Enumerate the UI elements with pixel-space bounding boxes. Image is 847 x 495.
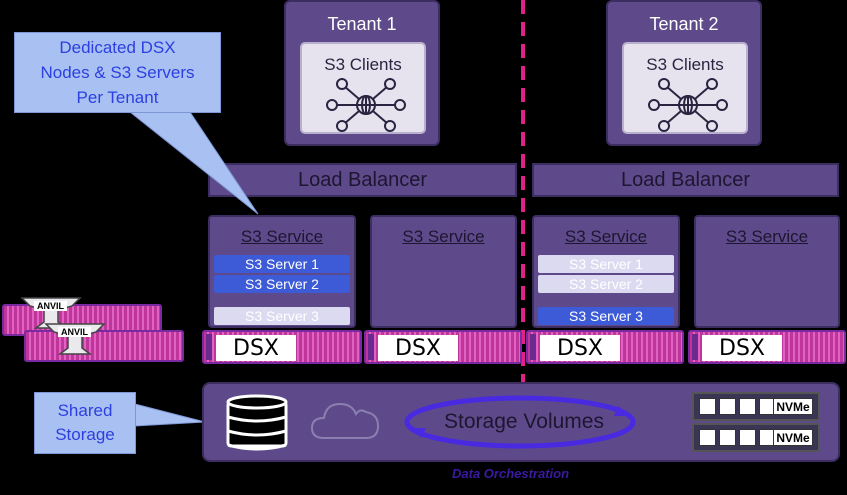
dsx-node-cap [692, 334, 698, 360]
s3-server-3: S3 Server 3 [538, 307, 674, 325]
storage-volumes-label: Storage Volumes [444, 410, 604, 433]
anvil-server-2 [24, 330, 184, 362]
cloud-icon [310, 402, 380, 439]
s3-service-title: S3 Service [402, 227, 485, 246]
nvme-slot [719, 398, 736, 415]
s3-server-3: S3 Server 3 [214, 307, 350, 325]
database-icon [226, 394, 288, 451]
s3-clients-box: S3 Clients [300, 42, 426, 134]
s3-service-4: S3 Service [694, 215, 840, 328]
s3-clients-box: S3 Clients [622, 42, 748, 134]
nvme-slot [699, 398, 716, 415]
dsx-node-3: DSX [526, 330, 684, 364]
load-balancer-2: Load Balancer [532, 163, 839, 197]
nvme-slot [739, 429, 756, 446]
s3-service-title: S3 Service [564, 227, 648, 246]
data-orchestration-label: Data Orchestration [452, 466, 570, 481]
dsx-label: DSX [540, 335, 620, 361]
dsx-node-cap [368, 334, 374, 360]
callout-dedicated-dsx: Dedicated DSX Nodes & S3 Servers Per Ten… [14, 32, 221, 113]
dsx-node-1: DSX [202, 330, 362, 364]
s3-server-1: S3 Server 1 [214, 255, 350, 273]
tenant-1-panel: Tenant 1 S3 Clients [284, 0, 440, 146]
client-network-icon [326, 78, 406, 132]
s3-service-1: S3 Service S3 Server 1 S3 Server 2 S3 Se… [208, 215, 356, 328]
s3-clients-label: S3 Clients [324, 55, 402, 74]
dsx-node-cap [530, 334, 536, 360]
dsx-node-2: DSX [364, 330, 522, 364]
nvme-drive-2: NVMe [692, 423, 820, 452]
s3-service-title: S3 Service [240, 227, 324, 246]
load-balancer-1: Load Balancer [208, 163, 517, 197]
nvme-slot [719, 429, 736, 446]
dsx-label: DSX [702, 335, 782, 361]
nvme-drive-1: NVMe [692, 392, 820, 421]
nvme-slot [739, 398, 756, 415]
dsx-label: DSX [378, 335, 458, 361]
nvme-label: NVMe [773, 429, 813, 446]
tenant-title: Tenant 2 [649, 14, 719, 34]
nvme-slot [699, 429, 716, 446]
s3-server-2: S3 Server 2 [214, 275, 350, 293]
s3-service-title: S3 Service [725, 227, 809, 246]
dsx-label: DSX [216, 335, 296, 361]
nvme-label: NVMe [773, 398, 813, 415]
client-network-icon [648, 78, 728, 132]
tenant-divider [521, 0, 525, 385]
s3-server-1: S3 Server 1 [538, 255, 674, 273]
s3-clients-label: S3 Clients [646, 55, 724, 74]
callout-shared-storage: Shared Storage [34, 392, 136, 454]
dsx-node-cap [206, 334, 212, 360]
s3-service-2: S3 Service [370, 215, 517, 328]
tenant-title: Tenant 1 [327, 14, 397, 34]
s3-service-3: S3 Service S3 Server 1 S3 Server 2 S3 Se… [532, 215, 680, 328]
anvil-label: ANVIL [58, 327, 91, 337]
dsx-node-4: DSX [688, 330, 846, 364]
tenant-2-panel: Tenant 2 S3 Clients [606, 0, 762, 146]
storage-volumes-ring [404, 395, 636, 449]
s3-server-2: S3 Server 2 [538, 275, 674, 293]
anvil-label: ANVIL [34, 301, 67, 311]
